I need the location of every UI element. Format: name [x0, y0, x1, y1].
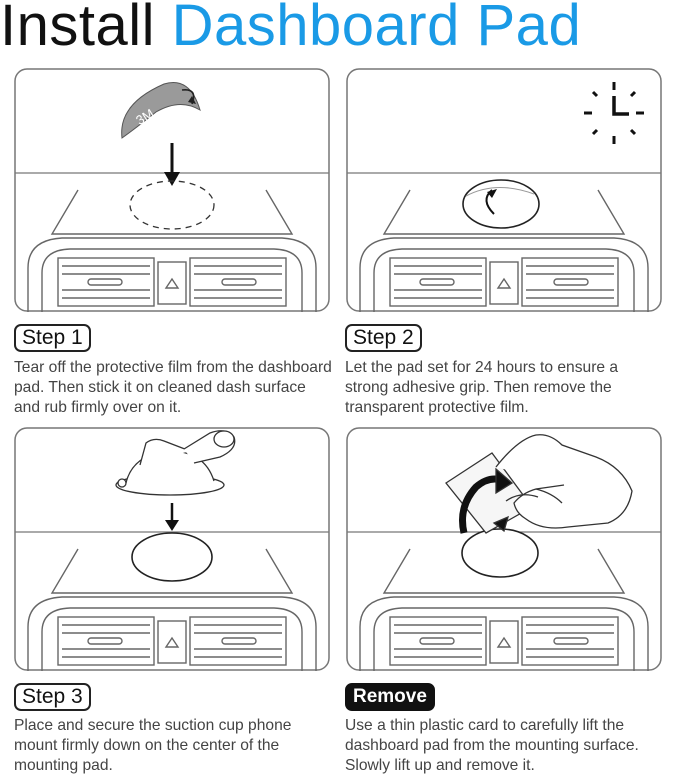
pad-film-icon [462, 179, 540, 229]
title-dashboard-pad: Dashboard Pad [171, 0, 582, 58]
adhesive-pad-icon: 3M [121, 82, 215, 230]
dashboard-vent-icon [27, 189, 317, 312]
remove-description: Use a thin plastic card to carefully lif… [345, 717, 639, 774]
page-title: Install Dashboard Pad [0, 0, 679, 58]
title-install: Install [0, 0, 156, 58]
remove-illustration [346, 427, 662, 671]
clock-icon [584, 82, 644, 144]
dashboard-vent-icon [359, 189, 649, 312]
step-1-badge: Step 1 [14, 324, 91, 352]
step-3-badge: Step 3 [14, 683, 91, 711]
step-2-description: Let the pad set for 24 hours to ensure a… [345, 359, 619, 416]
step-2-illustration [346, 68, 662, 312]
step-2-badge: Step 2 [345, 324, 422, 352]
dashboard-vent-icon [27, 548, 317, 671]
step-3-description: Place and secure the suction cup phone m… [14, 717, 292, 774]
mounting-pad-icon [131, 532, 213, 582]
step-3-illustration [14, 427, 330, 671]
step-1-description: Tear off the protective film from the da… [14, 359, 332, 416]
remove-badge: Remove [345, 683, 435, 711]
step-1-illustration: 3M [14, 68, 330, 312]
suction-mount-icon [115, 430, 236, 531]
removed-pad-icon [461, 528, 539, 578]
dashboard-vent-icon [359, 548, 649, 671]
hand-card-icon [445, 434, 633, 534]
